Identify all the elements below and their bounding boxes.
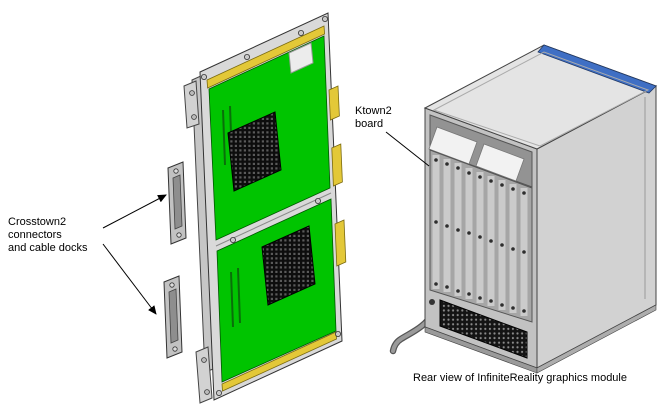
cable-dock-upper [167,161,187,245]
leader-lines [102,131,430,315]
heatsink-upper [227,111,282,192]
board-chip [288,42,314,74]
chassis-blue-trim [537,44,657,94]
edge-connector-2 [331,143,343,187]
board-top-bracket [183,80,200,129]
label-ktown2-board: Ktown2 board [355,105,392,130]
recess-panel-right [475,143,525,182]
figure-caption: Rear view of InfiniteReality graphics mo… [413,372,627,384]
crosstown2-arrow-lower [102,243,157,315]
frame-screws [200,15,341,396]
crosstown2-arrow-upper [102,194,167,229]
top-face-inset [432,51,650,147]
chassis-illustration [389,44,658,374]
ktown2-board-illustration [163,12,347,404]
power-inlet [429,299,435,305]
heatsink-lower [261,225,316,306]
edge-connector-3 [334,219,347,267]
fan-grille [439,299,528,359]
edge-connector-1 [328,85,340,121]
board-edge-connectors [206,25,347,392]
board-bottom-bracket [195,346,213,404]
pcb-edge-top [206,25,326,89]
card-bolts [434,158,526,313]
ktown2-leader-line [385,131,430,167]
cable-dock-lower [163,275,183,359]
label-crosstown2-connectors: Crosstown2 connectors and cable docks [8,216,88,254]
pcb-edge-bottom [221,331,337,392]
chassis-base-right [536,304,657,374]
board-mid-divider [215,192,332,247]
